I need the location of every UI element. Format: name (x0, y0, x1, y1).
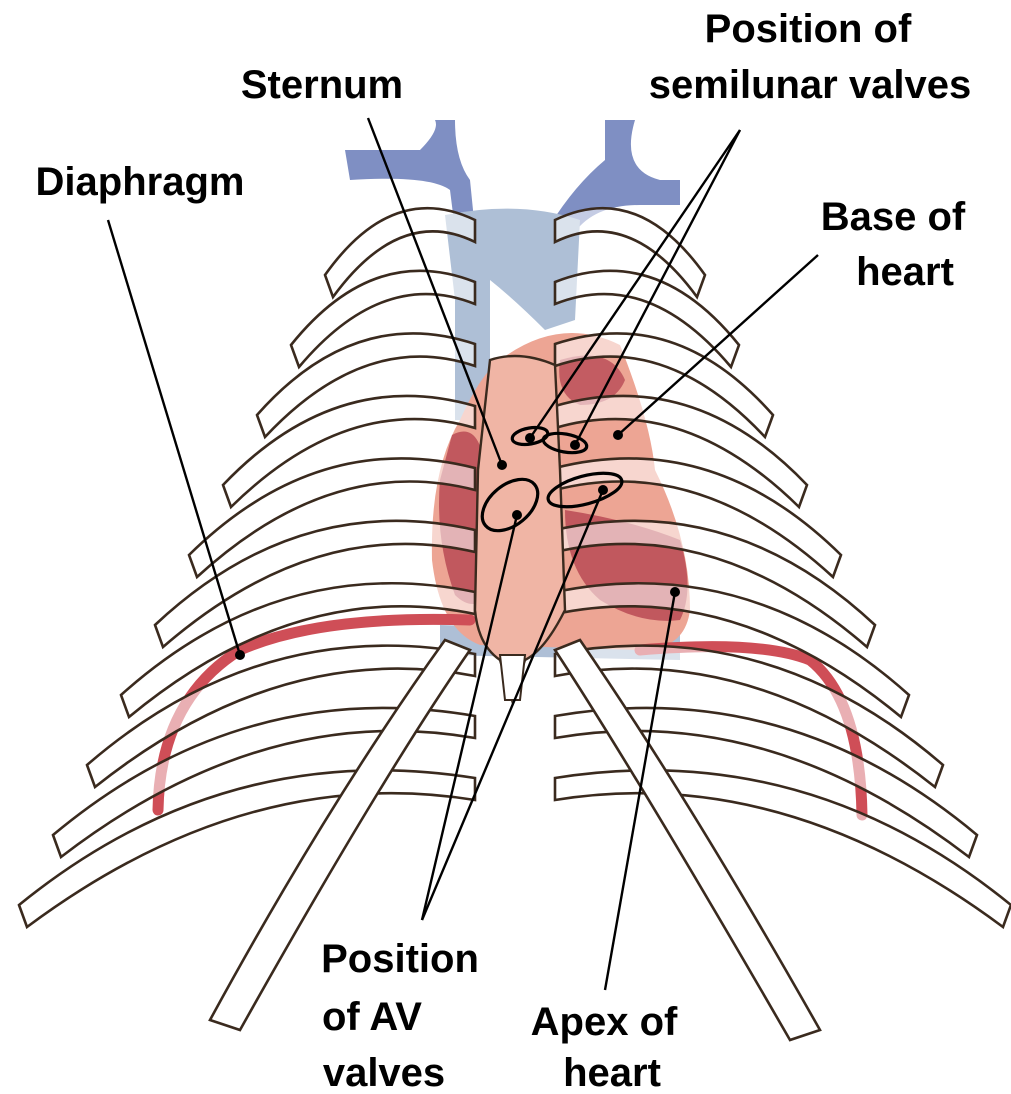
base-label-line-1: Base of (821, 195, 966, 239)
base-dot (613, 430, 623, 440)
apex-label-line-1: Apex of (531, 1000, 678, 1044)
semilunar-label-line-1: Position of (705, 7, 912, 51)
apex-label-line-2: heart (563, 1051, 661, 1094)
sternum-label: Sternum (241, 63, 403, 107)
base-label-line-2: heart (856, 250, 954, 294)
semilunar-label-line-2: semilunar valves (649, 63, 971, 107)
diaphragm-label: Diaphragm (36, 160, 245, 204)
xiphoid-process (500, 655, 525, 700)
sternum-dot (497, 460, 507, 470)
semilunar-dot-2 (570, 440, 580, 450)
semilunar-dot-1 (525, 433, 535, 443)
av-label-line-3: valves (323, 1051, 445, 1094)
av-label-line-2: of AV (322, 995, 422, 1039)
rib-right-10 (555, 770, 1011, 927)
av-dot-1 (512, 510, 522, 520)
av-label-line-1: Position (321, 937, 479, 981)
costal-margin-right (555, 640, 820, 1040)
diaphragm-leader (108, 220, 240, 655)
av-dot-2 (598, 485, 608, 495)
diaphragm-dot (235, 650, 245, 660)
apex-dot (670, 587, 680, 597)
rib-left-10 (19, 770, 475, 927)
